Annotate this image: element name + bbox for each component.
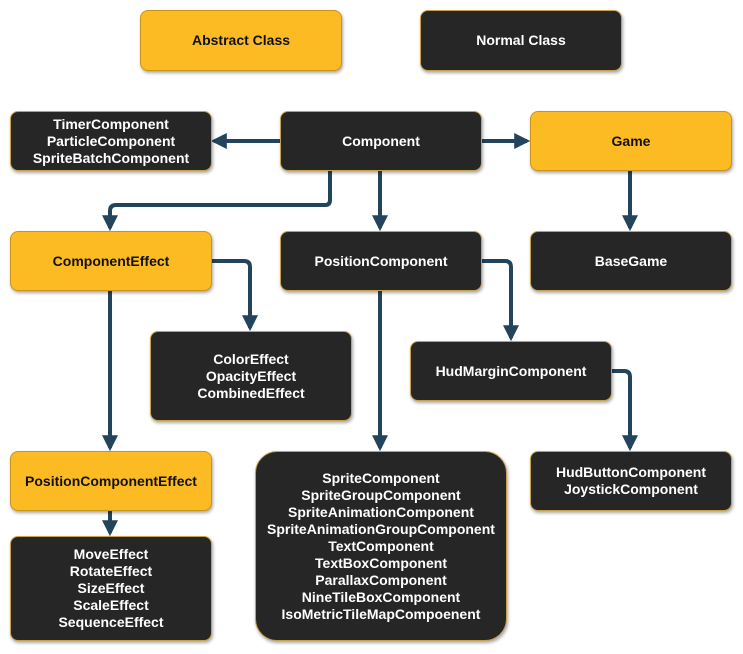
arrow-component-effect-to-color-effects xyxy=(211,259,258,332)
class-name: TextComponent xyxy=(328,537,434,554)
class-name: TextBoxComponent xyxy=(315,554,447,571)
legend-normal-class: Normal Class xyxy=(420,10,622,71)
component-node: Component xyxy=(280,111,482,171)
legend-normal-label: Normal Class xyxy=(476,32,566,48)
class-name: SpriteBatchComponent xyxy=(32,149,190,166)
class-name: HudButtonComponent xyxy=(555,464,707,480)
class-name: BaseGame xyxy=(594,252,668,269)
hud-subclasses-node: HudButtonComponent JoystickComponent xyxy=(530,451,732,511)
class-name: HudMarginComponent xyxy=(435,362,587,379)
class-name: OpacityEffect xyxy=(205,367,297,384)
class-name: MoveEffect xyxy=(73,546,149,562)
arrow-hud-margin-to-hud-subclasses xyxy=(611,369,638,452)
position-effects-node: MoveEffect RotateEffect SizeEffect Scale… xyxy=(10,536,212,641)
class-name: JoystickComponent xyxy=(564,481,698,497)
class-name: ComponentEffect xyxy=(52,252,170,269)
arrow-component-to-component-effect xyxy=(102,171,332,232)
position-component-effect-node: PositionComponentEffect xyxy=(10,451,212,511)
class-name: CombinedEffect xyxy=(197,384,305,401)
position-component-node: PositionComponent xyxy=(280,231,482,291)
class-name: Game xyxy=(611,132,651,149)
game-node: Game xyxy=(530,111,732,171)
misc-components-node: TimerComponent ParticleComponent SpriteB… xyxy=(10,111,212,171)
class-name: Component xyxy=(342,132,420,149)
class-name: PositionComponentEffect xyxy=(25,472,197,489)
color-effects-node: ColorEffect OpacityEffect CombinedEffect xyxy=(150,331,352,421)
class-name: ParallaxComponent xyxy=(315,571,447,588)
class-name: PositionComponent xyxy=(314,252,448,269)
class-name: IsoMetricTileMapCompoenent xyxy=(281,605,481,622)
legend-abstract-label: Abstract Class xyxy=(191,32,291,48)
class-name: SpriteComponent xyxy=(322,469,440,486)
class-name: RotateEffect xyxy=(69,563,153,579)
class-name: ParticleComponent xyxy=(46,132,176,149)
class-name: NineTileBoxComponent xyxy=(301,588,461,605)
arrow-position-component-to-hud-margin xyxy=(481,259,519,342)
class-name: ScaleEffect xyxy=(73,597,149,613)
class-name: SpriteAnimationComponent xyxy=(288,503,474,520)
class-name: SequenceEffect xyxy=(58,614,164,630)
class-name: TimerComponent xyxy=(53,115,169,132)
class-name: SpriteAnimationGroupComponent xyxy=(267,520,495,537)
class-name: SpriteGroupComponent xyxy=(301,486,461,503)
class-name: SizeEffect xyxy=(77,580,145,596)
hud-margin-component-node: HudMarginComponent xyxy=(410,341,612,401)
legend-abstract-class: Abstract Class xyxy=(140,10,342,71)
component-effect-node: ComponentEffect xyxy=(10,231,212,291)
position-component-subclasses-node: SpriteComponent SpriteGroupComponent Spr… xyxy=(255,451,507,641)
base-game-node: BaseGame xyxy=(530,231,732,291)
class-name: ColorEffect xyxy=(213,350,289,367)
